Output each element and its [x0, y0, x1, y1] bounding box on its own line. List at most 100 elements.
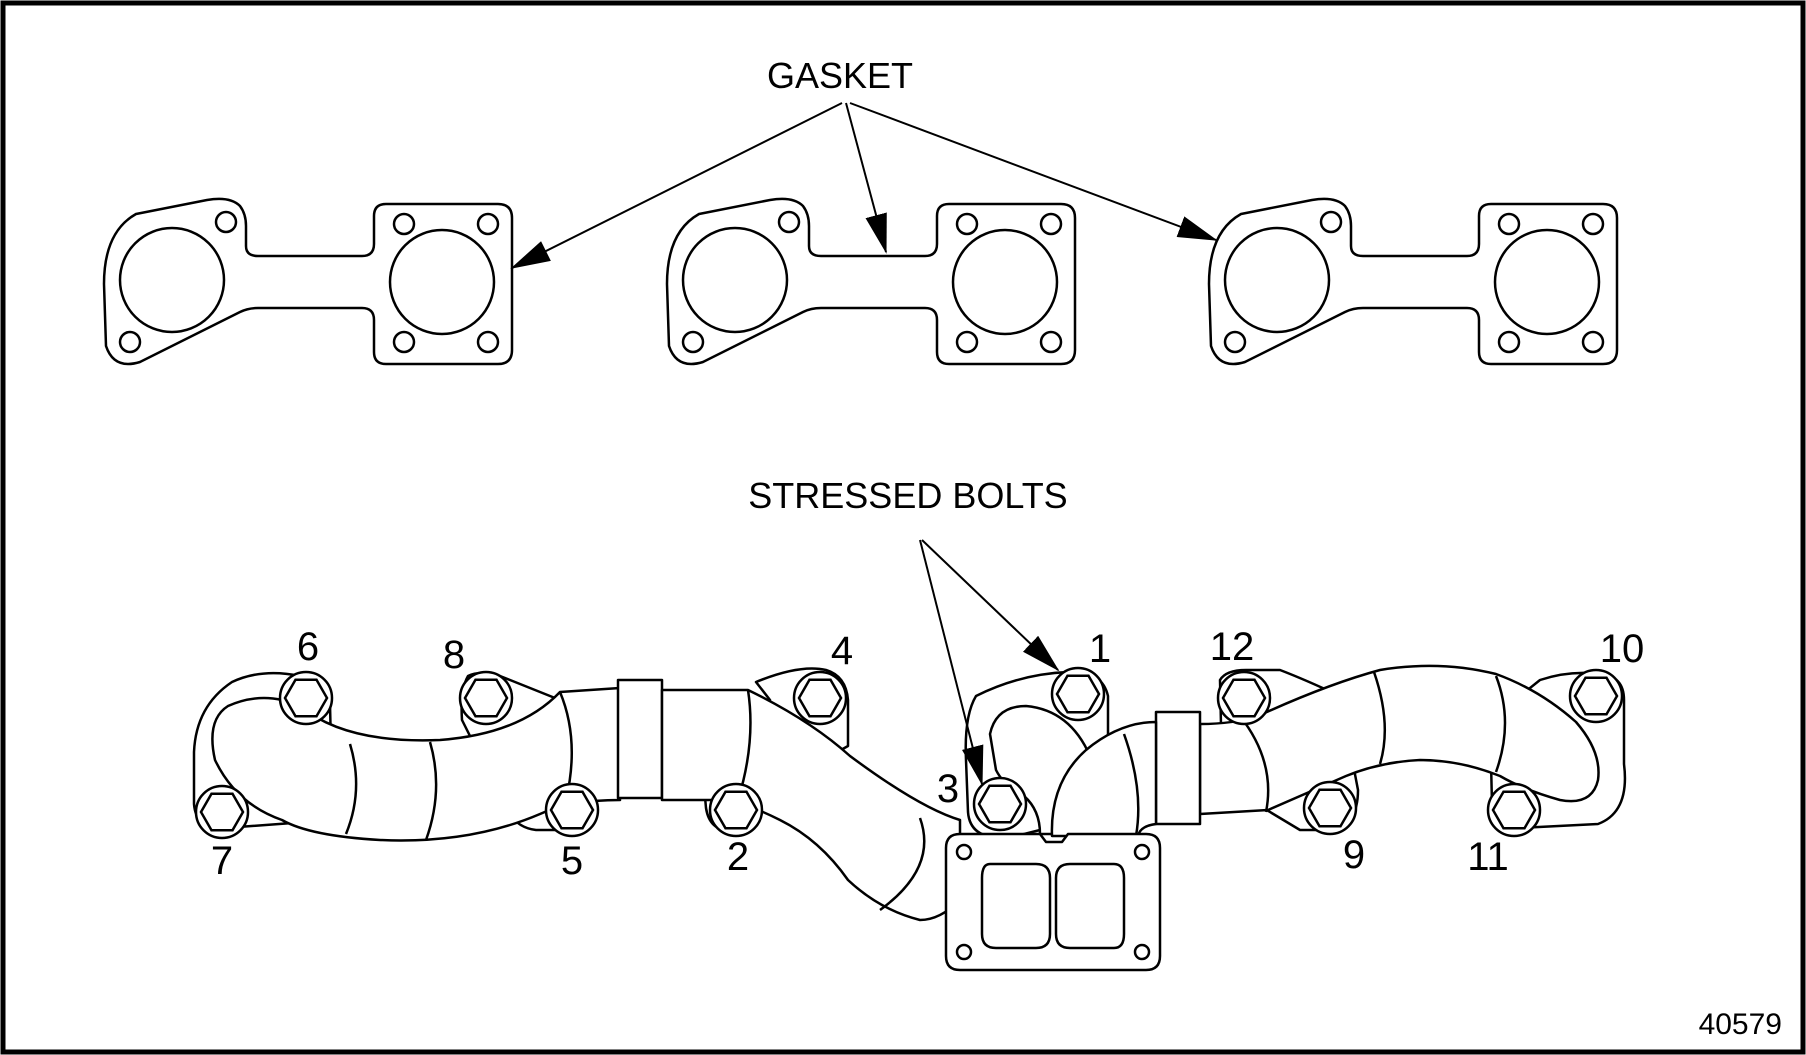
- pipe-right-seam-b: [1372, 671, 1387, 765]
- gasket-bolt-hole: [681, 330, 705, 354]
- bolt-5-hex-head: [544, 782, 600, 838]
- pipe-right-bend: [1198, 664, 1600, 816]
- gasket-1: [102, 197, 514, 366]
- bolt-number-labels: 1 2 3 4 5 6 7 8 9 10 11 12: [211, 625, 1644, 883]
- pipe-left-bend: [211, 686, 622, 842]
- hex-bolt-icon: [977, 784, 1023, 824]
- gasket-bolt-hole: [1039, 212, 1063, 236]
- bolt-11-hex-head: [1486, 782, 1542, 838]
- bolt-9-hex-head: [1302, 780, 1358, 836]
- clamp-left: [616, 678, 664, 800]
- bolt-10-hex-head: [1568, 668, 1624, 724]
- bolt-8-hex-head: [458, 670, 514, 726]
- bolt-number-7: 7: [211, 839, 233, 883]
- gasket-bolt-hole: [1497, 212, 1521, 236]
- turbo-port-right: [1054, 862, 1126, 950]
- gasket-bolt-hole: [476, 330, 500, 354]
- gasket-leader-left: [510, 102, 843, 269]
- gasket-bolt-hole: [392, 212, 416, 236]
- clamp-right: [1154, 710, 1202, 826]
- pipe-right-seam-a: [1239, 715, 1270, 813]
- gasket-port-left: [1223, 226, 1331, 334]
- bolt-7-hex-head: [194, 784, 250, 840]
- gasket-port-left: [118, 226, 226, 334]
- gasket-port-left: [681, 226, 789, 334]
- gasket-bolt-hole: [955, 212, 979, 236]
- bolt-number-10: 10: [1600, 627, 1645, 671]
- hex-bolt-icon: [463, 678, 509, 718]
- gasket-bolt-hole: [476, 212, 500, 236]
- bolt-12-hex-head: [1216, 670, 1272, 726]
- stressed-bolts-label: STRESSED BOLTS: [748, 475, 1067, 516]
- gasket-bolt-hole: [214, 210, 238, 234]
- bolt-number-4: 4: [831, 629, 853, 673]
- gasket-bolt-hole: [1039, 330, 1063, 354]
- turbo-hole-bl: [955, 943, 973, 961]
- stressed-leader-to-bolt-3: [919, 539, 984, 786]
- gasket-bolt-hole: [1581, 212, 1605, 236]
- bolt-4-hex-head: [792, 670, 848, 726]
- gasket-bolt-hole: [392, 330, 416, 354]
- bolt-number-9: 9: [1343, 833, 1365, 877]
- gasket-bolt-hole: [1223, 330, 1247, 354]
- gasket-outline: [1207, 197, 1619, 366]
- gasket-leader-lines: [510, 102, 1218, 269]
- gasket-outline: [102, 197, 514, 366]
- turbo-hole-tl: [955, 843, 973, 861]
- stressed-leader-to-bolt-1: [921, 539, 1060, 672]
- pipe-right-seam-c: [1494, 675, 1507, 773]
- gasket-outline: [665, 197, 1077, 366]
- gasket-label: GASKET: [767, 55, 913, 96]
- bolt-6-hex-head: [278, 670, 334, 726]
- hex-bolt-icon: [1573, 676, 1619, 716]
- turbo-hole-br: [1133, 943, 1151, 961]
- gasket-port-right: [388, 228, 496, 336]
- gasket-leader-center: [845, 102, 887, 254]
- pipe-left-seam-a: [344, 743, 358, 835]
- gasket-port-right: [951, 228, 1059, 336]
- hex-bolt-icon: [1491, 790, 1537, 830]
- turbo-hole-tr: [1133, 843, 1151, 861]
- gasket-3: [1207, 197, 1619, 366]
- bolt-number-8: 8: [443, 633, 465, 677]
- gasket-2: [665, 197, 1077, 366]
- gasket-port-right: [1493, 228, 1601, 336]
- exhaust-manifold: [192, 664, 1627, 972]
- gasket-bolt-hole: [1319, 210, 1343, 234]
- bolt-heads: [194, 666, 1624, 840]
- gasket-bolt-hole: [955, 330, 979, 354]
- pipe-middle: [660, 688, 962, 922]
- gasket-bolt-hole: [777, 210, 801, 234]
- gasket-group: [102, 197, 1619, 366]
- hex-bolt-icon: [549, 790, 595, 830]
- gasket-bolt-hole: [118, 330, 142, 354]
- bolt-number-1: 1: [1089, 627, 1111, 671]
- hex-bolt-icon: [283, 678, 329, 718]
- bolt-number-6: 6: [297, 625, 319, 669]
- bolt-number-3: 3: [937, 767, 959, 811]
- gasket-leader-right: [849, 102, 1218, 241]
- pipe-center-right-seam: [1122, 733, 1140, 837]
- bolt-number-11: 11: [1467, 835, 1509, 879]
- pipe-left-seam-b: [424, 741, 438, 841]
- bolt-number-12: 12: [1210, 625, 1255, 669]
- hex-bolt-icon: [713, 790, 759, 830]
- hex-bolt-icon: [1307, 788, 1353, 828]
- bolt-3-hex-head: [972, 776, 1028, 832]
- hex-bolt-icon: [1055, 674, 1101, 714]
- figure-number: 40579: [1699, 1008, 1782, 1041]
- hex-bolt-icon: [797, 678, 843, 718]
- pipe-middle-seam-b: [879, 817, 926, 912]
- turbo-port-left: [980, 862, 1052, 950]
- gasket-bolt-hole: [1581, 330, 1605, 354]
- bolt-2-hex-head: [708, 782, 764, 838]
- bolt-number-5: 5: [561, 839, 583, 883]
- bolt-1-hex-head: [1050, 666, 1106, 722]
- hex-bolt-icon: [1221, 678, 1267, 718]
- stressed-bolts-leader-lines: [919, 539, 1060, 786]
- hex-bolt-icon: [199, 792, 245, 832]
- gasket-bolt-hole: [1497, 330, 1521, 354]
